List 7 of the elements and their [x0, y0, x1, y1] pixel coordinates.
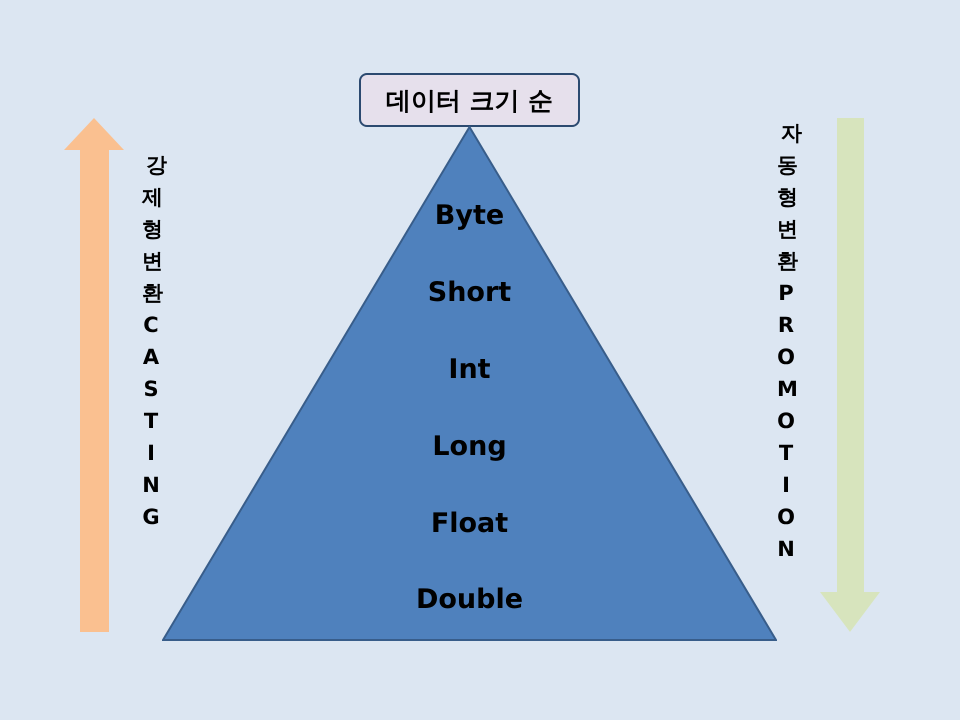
- type-label: Int: [447, 354, 492, 385]
- type-label: Float: [430, 508, 510, 539]
- type-label: Long: [431, 431, 508, 462]
- type-label: Short: [426, 277, 512, 308]
- title-box: 데이터 크기 순: [359, 73, 580, 127]
- type-label: Byte: [434, 200, 506, 231]
- type-label: Double: [414, 584, 524, 615]
